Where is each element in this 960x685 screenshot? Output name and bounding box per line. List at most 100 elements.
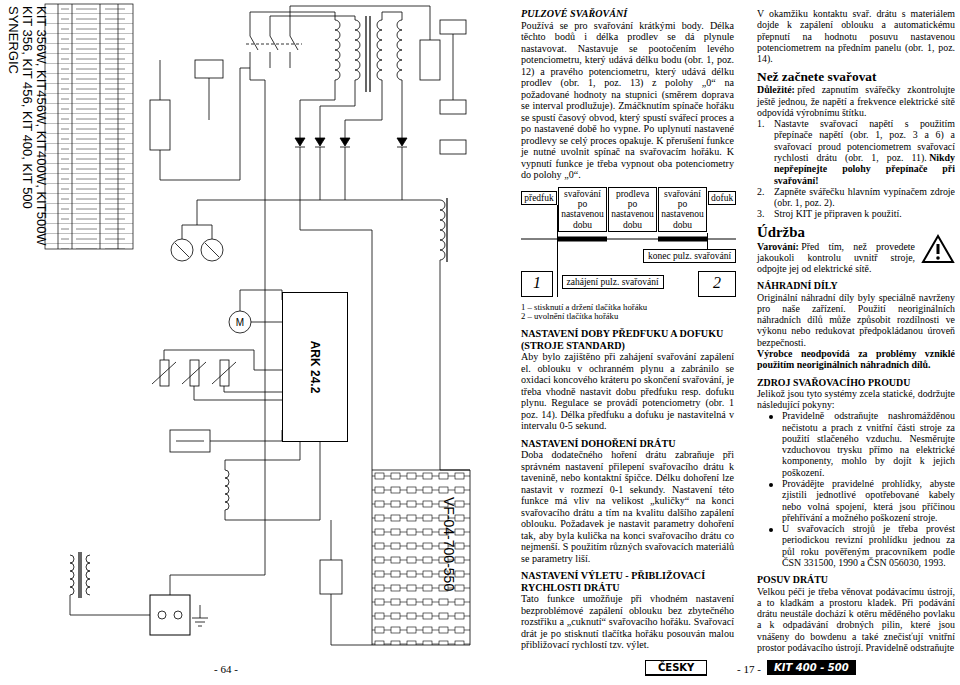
body-text: Aby bylo zajištěno při zahájení svařován… <box>521 351 734 431</box>
warning-icon <box>921 234 955 264</box>
body-text: Doba dodatečného hoření drátu zabraňuje … <box>521 449 734 564</box>
warning-icon <box>937 244 940 254</box>
node-text: předfuk <box>524 193 554 203</box>
text-block: 2 – uvolnění tlačítka hořáku <box>521 312 734 322</box>
schematic-wiring <box>300 80 335 130</box>
text-block: Tato funkce umožňuje při vhodném nastave… <box>521 593 734 651</box>
schematic-wiring <box>250 36 258 50</box>
body-text: Provádějte pravidelné prohlídky, abyste … <box>782 478 955 523</box>
schematic-wiring <box>290 36 298 50</box>
schematic-wiring <box>197 200 300 225</box>
text-block: Než začnete svařovat <box>757 69 955 84</box>
drawing-number: VF-04-700-550 <box>441 497 456 591</box>
schematic-wiring <box>171 239 193 261</box>
event-box: konec pulz. svařování <box>643 249 736 264</box>
schematic-wiring <box>320 147 321 200</box>
schematic-wiring <box>194 386 282 400</box>
schematic-wiring <box>229 311 251 333</box>
bullet-dot <box>769 528 773 532</box>
list-number: 2. <box>757 186 774 209</box>
schematic-wiring <box>205 243 219 257</box>
text-block: Pravidelně odstraňujte nashromážděnou ne… <box>757 410 955 478</box>
schematic-wiring <box>440 200 445 260</box>
text-block: Používá se pro svařování krátkými body. … <box>521 20 734 181</box>
schematic-wiring <box>195 622 205 623</box>
node-text: 1 <box>533 274 541 292</box>
schematic-wiring <box>300 200 440 201</box>
warning-icon <box>936 256 940 260</box>
body-text: Stroj KIT je připraven k použití. <box>774 208 902 219</box>
schematic-wiring <box>345 147 346 200</box>
body-text: Varování: <box>757 241 799 252</box>
node-text: ČESKY <box>658 662 694 673</box>
schematic-wiring <box>182 362 206 384</box>
schematic-wiring <box>372 470 373 645</box>
schematic-wiring <box>270 52 271 68</box>
schematic-wiring <box>170 68 265 595</box>
body-text: Jelikož jsou tyto systémy zcela statické… <box>757 388 955 410</box>
schematic-wiring <box>340 138 350 146</box>
schematic-wiring <box>397 20 402 80</box>
schematic-wiring <box>453 34 454 100</box>
timing-diagram: předfuksvařování po nastavenou dobuprodl… <box>521 187 734 301</box>
schematic-wiring <box>320 560 342 594</box>
section-heading: NASTAVENÍ VÝLETU - PŘIBLIŽOVACÍ RYCHLOST… <box>521 570 705 593</box>
schematic-wiring <box>225 470 229 510</box>
model-title: KIT 356, KIT 456, KIT 400, KIT 500 <box>20 6 34 209</box>
schematic-wiring <box>446 198 447 262</box>
schematic-wiring <box>150 595 190 635</box>
section-heading: POSUV DRÁTU <box>757 574 828 585</box>
schematic-wiring <box>70 555 74 595</box>
body-text: Zapněte svářečku hlavním vypínačem zdroj… <box>774 186 955 208</box>
body-text: U svařovacích strojů je třeba provést pe… <box>782 523 955 568</box>
schematic-wiring <box>174 611 182 619</box>
schematic-wiring <box>175 243 189 257</box>
schematic-wiring <box>270 22 271 36</box>
list-item: Provádějte pravidelné prohlídky, abyste … <box>782 478 955 523</box>
step-number: 1 <box>521 271 553 297</box>
legend-note: 2 – uvolnění tlačítka hořáku <box>521 311 618 321</box>
body-text: Nastavte svařovací napětí s použitím pře… <box>774 118 955 163</box>
page-number: - 17 - <box>737 663 761 675</box>
section-heading: NASTAVENÍ DOHOŘENÍ DRÁTU <box>521 438 675 449</box>
text-block: POSUV DRÁTU <box>757 574 955 585</box>
node-text: svařování po nastavenou dobu <box>561 189 604 231</box>
schematic-wiring <box>402 130 403 138</box>
section-heading: Než začnete svařovat <box>757 69 876 84</box>
body-text: Používá se pro svařování krátkými body. … <box>521 20 734 181</box>
list-item: Nastavte svařovací napětí s použitím pře… <box>774 118 955 186</box>
schematic-wiring <box>158 611 166 619</box>
schematic-wiring <box>201 239 223 261</box>
node-text: ARK 24.2 <box>308 341 322 394</box>
schematic-wiring <box>300 147 301 200</box>
schematic-wiring <box>246 44 302 45</box>
text-block: Originální náhradní díly byly speciálně … <box>757 292 955 348</box>
schematic-wiring <box>420 40 440 80</box>
parts-table <box>72 4 73 249</box>
list-item: Stroj KIT je připraven k použití. <box>774 208 955 219</box>
body-text: Důležité: <box>757 84 795 95</box>
text-block: Velkou péči je třeba věnovat podávacímu … <box>757 586 955 654</box>
model-title: KIT 356W, KIT456W, KIT400W, KIT500W <box>34 6 48 246</box>
body-text: Tato funkce umožňuje při vhodném nastave… <box>521 593 734 650</box>
body-text: Výrobce neodpovídá za problémy vzniklé p… <box>757 348 955 370</box>
control-board: ARK 24.2 <box>282 292 348 442</box>
section-heading: PULZOVÉ SVAŘOVÁNÍ <box>521 8 627 19</box>
text-block: 2.Zapněte svářečku hlavním vypínačem zdr… <box>757 186 955 209</box>
schematic-wiring <box>355 20 360 80</box>
schematic-wiring <box>320 130 321 138</box>
schematic-wiring <box>182 225 212 239</box>
list-number: 1. <box>757 118 774 186</box>
timing-lines <box>658 236 707 241</box>
node-text: dofuk <box>711 193 733 203</box>
text-block: Provádějte pravidelné prohlídky, abyste … <box>757 478 955 523</box>
node-text: konec pulz. svařování <box>648 251 731 262</box>
schematic-wiring <box>192 618 208 619</box>
schematic-wiring <box>397 138 407 146</box>
schematic-wiring <box>78 552 79 598</box>
schematic-wiring <box>160 60 161 100</box>
schematic-wiring <box>369 16 370 92</box>
schematic-wiring <box>150 100 170 150</box>
motor-label: M <box>236 317 244 328</box>
schematic-wiring <box>440 140 466 154</box>
